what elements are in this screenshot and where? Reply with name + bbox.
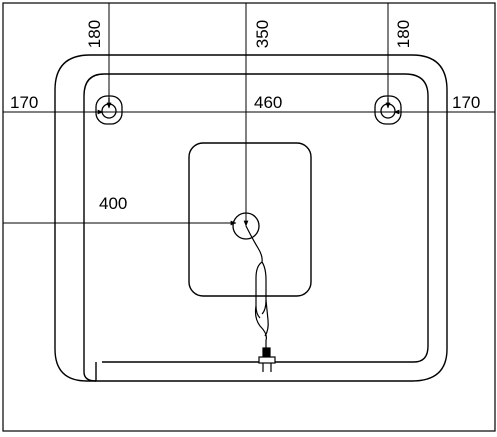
dim-label-hole-spacing: 460 [254, 93, 282, 112]
mirror-outer-contour [54, 54, 448, 382]
power-plug-icon [258, 347, 276, 372]
dim-label-top-right: 180 [394, 20, 413, 48]
dim-label-left-offset: 170 [10, 93, 38, 112]
wall-outline [2, 2, 496, 432]
power-cable-icon [245, 225, 269, 350]
dim-label-right-offset: 170 [452, 93, 480, 112]
mirror-gap-cut [83, 362, 97, 382]
back-panel [188, 142, 312, 297]
dim-label-top-center: 350 [253, 20, 272, 48]
mirror-inner-contour [83, 73, 429, 363]
dim-label-top-left: 180 [85, 20, 104, 48]
keyhole-bracket-right-icon [374, 95, 402, 125]
keyhole-bracket-left-icon [95, 95, 123, 125]
cable-outlet-icon [232, 212, 260, 240]
dim-label-outlet-offset: 400 [99, 194, 127, 213]
